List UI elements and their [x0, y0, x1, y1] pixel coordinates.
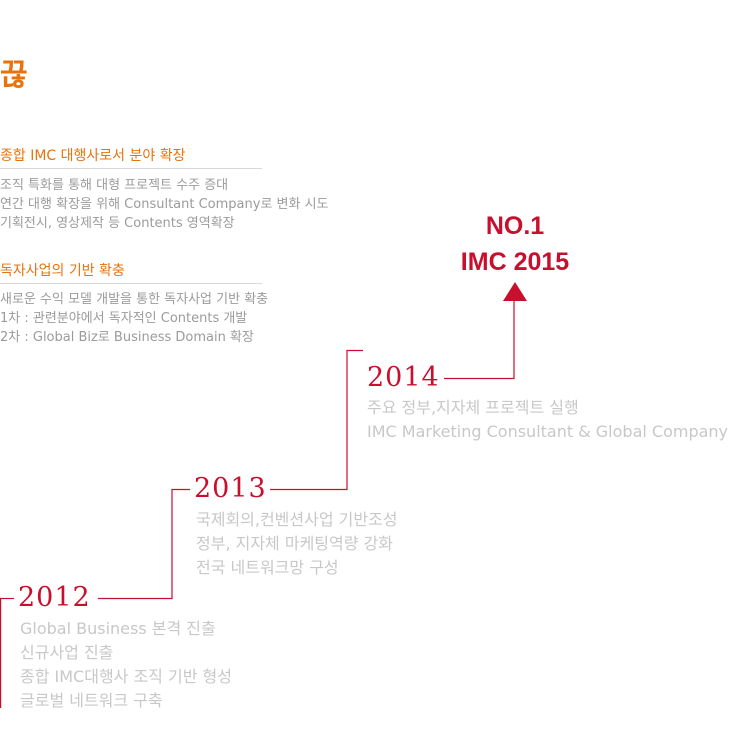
connector-2013-2014: [270, 349, 363, 491]
milestone-item: 주요 정부,지자체 프로젝트 실행: [367, 398, 579, 417]
year-label-2013: 2013: [194, 473, 267, 504]
section-line: 1차 : 관련분야에서 독자적인 Contents 개발: [0, 311, 248, 326]
milestone-item: 신규사업 진출: [20, 643, 114, 662]
section-line: 2차 : Global Biz로 Business Domain 확장: [0, 330, 254, 345]
connector-2012-2013: [98, 488, 190, 600]
goal-title-line2: IMC 2015: [460, 248, 570, 276]
milestone-item: 종합 IMC대행사 조직 기반 형성: [20, 667, 232, 686]
section-line: 연간 대행 확장을 위해 Consultant Company로 변화 시도: [0, 197, 329, 212]
milestone-item: 전국 네트워크망 구성: [196, 558, 339, 577]
section-divider: [0, 283, 262, 284]
milestone-item: Global Business 본격 진출: [20, 619, 216, 638]
year-label-2014: 2014: [367, 362, 440, 393]
goal-arrow-up-icon: [503, 282, 527, 301]
section-divider: [0, 168, 262, 169]
section-title-expansion: 종합 IMC 대행사로서 분야 확장: [0, 148, 186, 164]
connector-2014-goal: [444, 300, 515, 380]
milestone-item: 정부, 지자체 마케팅역량 강화: [196, 534, 393, 553]
goal-title-line1: NO.1: [485, 212, 545, 240]
milestone-item: 국제회의,컨벤션사업 기반조성: [196, 510, 398, 529]
page-heading: 끊: [0, 58, 28, 93]
section-line: 새로운 수익 모델 개발을 통한 독자사업 기반 확충: [0, 292, 269, 307]
milestone-item: IMC Marketing Consultant & Global Compan…: [367, 422, 729, 441]
section-line: 조직 특화를 통해 대형 프로젝트 수주 증대: [0, 178, 229, 193]
section-title-business: 독자사업의 기반 확충: [0, 263, 125, 279]
year-label-2012: 2012: [18, 582, 91, 613]
milestone-item: 글로벌 네트워크 구축: [20, 691, 163, 710]
section-line: 기획전시, 영상제작 등 Contents 영역확장: [0, 216, 235, 231]
